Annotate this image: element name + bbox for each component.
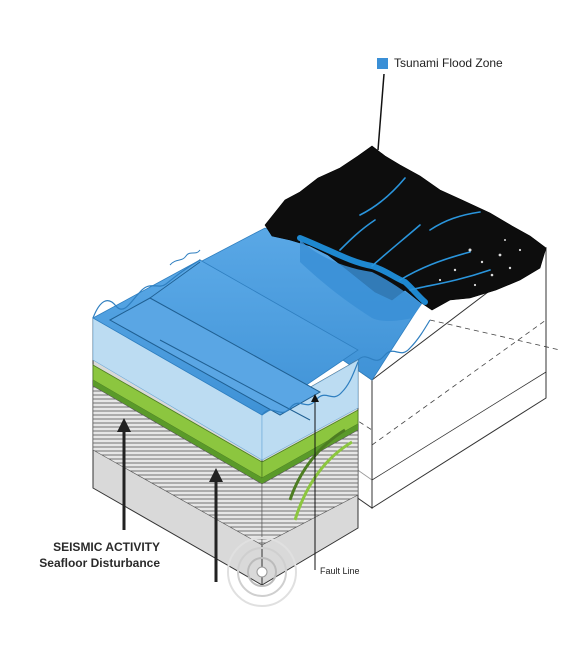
legend-leader-line — [377, 73, 385, 151]
seismic-subtitle: Seafloor Disturbance — [39, 556, 160, 570]
flood-zone-swatch — [377, 57, 388, 69]
seismic-label: SEISMIC ACTIVITY Seafloor Disturbance — [0, 539, 160, 571]
flood-inlet — [297, 235, 428, 305]
epicenter-ripples — [227, 537, 297, 607]
fault-line-label: Fault Line — [320, 566, 360, 576]
legend: Tsunami Flood Zone — [377, 56, 503, 70]
wave-line — [92, 259, 201, 319]
fault-line-pointer — [311, 394, 319, 570]
ocean-block — [92, 249, 431, 586]
seismic-arrows — [117, 418, 223, 582]
seismic-title: SEISMIC ACTIVITY — [53, 540, 160, 554]
legend-label: Tsunami Flood Zone — [394, 56, 503, 70]
